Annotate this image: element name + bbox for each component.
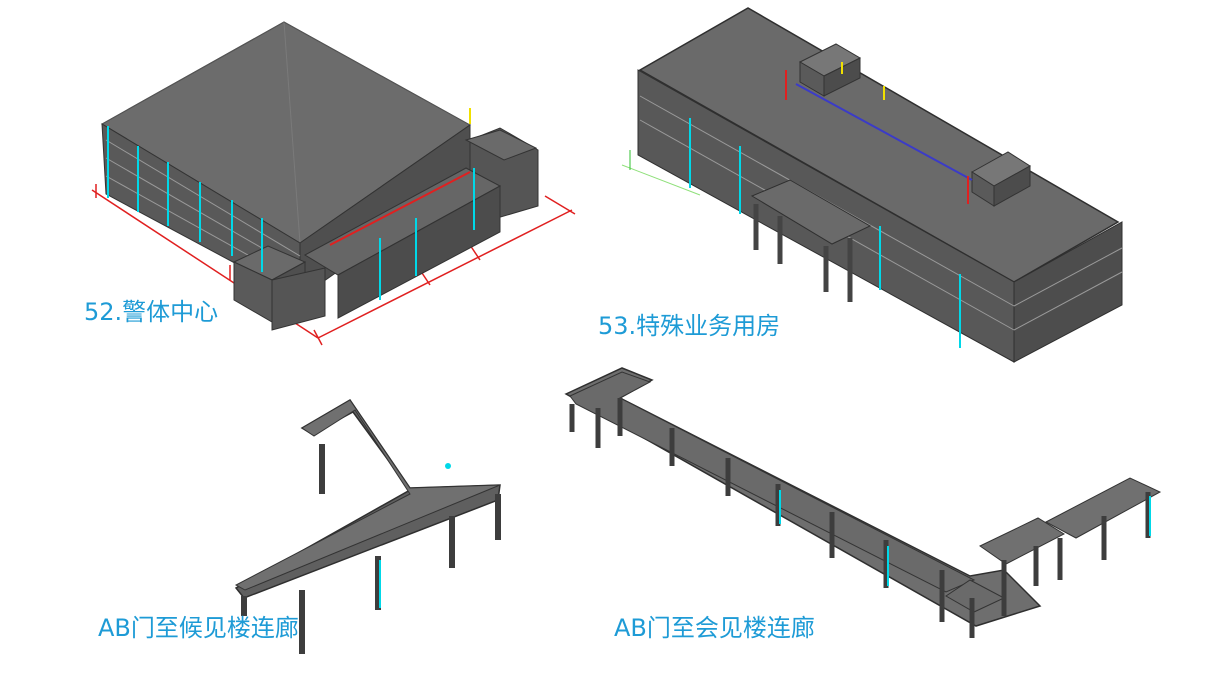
- building-52-label: 52.警体中心: [84, 298, 219, 326]
- corridor-2-model: [564, 367, 1162, 638]
- building-53-label: 53.特殊业务用房: [598, 312, 781, 340]
- building-52-model: [91, 21, 576, 346]
- corridor-2-label: AB门至会见楼连廊: [614, 614, 815, 642]
- corridor-1-label: AB门至候见楼连廊: [98, 614, 299, 642]
- building-53-model: [621, 7, 1123, 363]
- corridor-1-model: [234, 398, 501, 654]
